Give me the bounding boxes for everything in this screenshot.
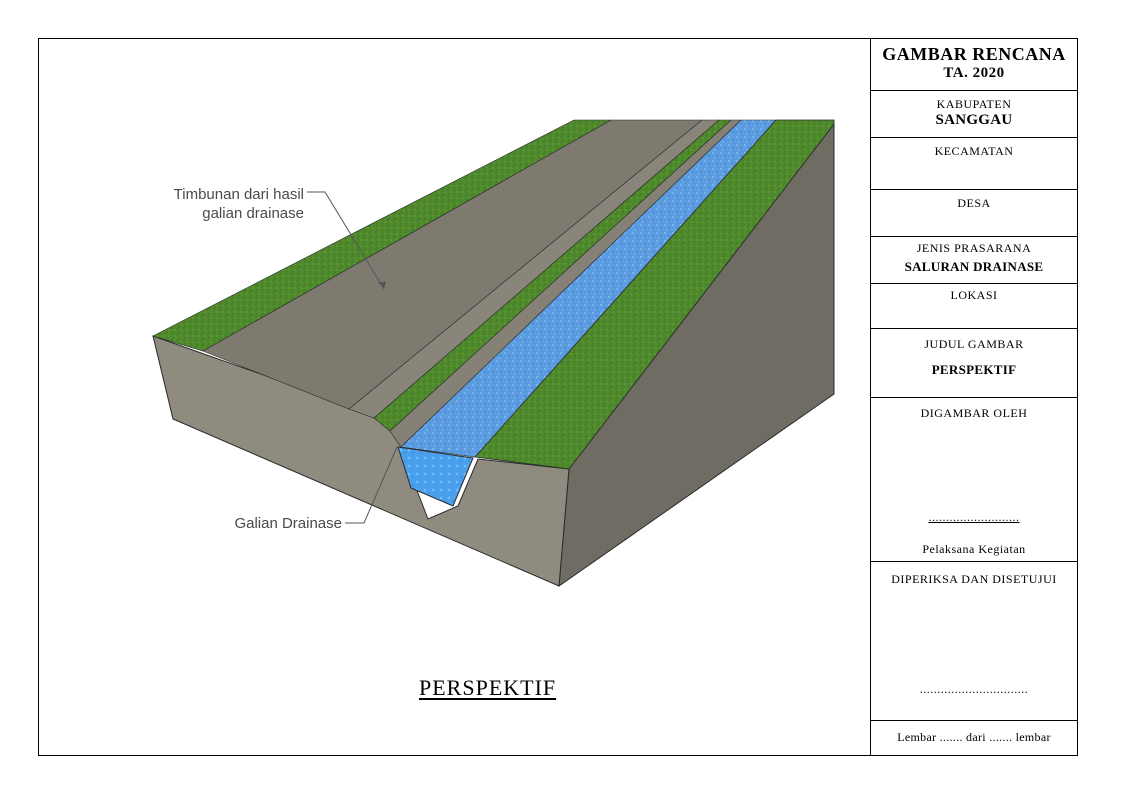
tb-lokasi-label: LOKASI — [950, 288, 998, 302]
tb-kecamatan-label: KECAMATAN — [934, 144, 1014, 158]
tb-judul-value: PERSPEKTIF — [931, 362, 1017, 377]
tb-digambar: DIGAMBAR OLEH ..........................… — [871, 398, 1077, 562]
callout-timbunan: Timbunan dari hasil galian drainase — [139, 185, 304, 223]
tb-title: GAMBAR RENCANA — [882, 44, 1066, 64]
drawing-sheet: Timbunan dari hasil galian drainase Gali… — [38, 38, 1078, 756]
tb-kecamatan: KECAMATAN — [871, 138, 1077, 190]
tb-lokasi: LOKASI — [871, 284, 1077, 329]
tb-jenis-label: JENIS PRASARANA — [916, 241, 1032, 255]
tb-year: TA. 2020 — [943, 65, 1005, 81]
callout-galian: Galian Drainase — [234, 515, 342, 532]
tb-kabupaten: KABUPATEN SANGGAU — [871, 91, 1077, 138]
tb-judul-label: JUDUL GAMBAR — [924, 337, 1024, 351]
drawing-area: Timbunan dari hasil galian drainase Gali… — [39, 39, 870, 755]
tb-kabupaten-label: KABUPATEN — [936, 97, 1012, 111]
drainage-perspective-illustration — [152, 119, 835, 588]
tb-lembar-text: Lembar ....... dari ....... lembar — [897, 730, 1051, 744]
tb-diperiksa-signature-line: ............................... — [919, 682, 1029, 696]
tb-header: GAMBAR RENCANA TA. 2020 — [871, 39, 1077, 91]
tb-judul-gambar: JUDUL GAMBAR PERSPEKTIF — [871, 329, 1077, 398]
drawing-caption: PERSPEKTIF — [419, 675, 557, 700]
callout-timbunan-line1: Timbunan dari hasil — [173, 186, 304, 203]
tb-lembar: Lembar ....... dari ....... lembar — [871, 721, 1077, 755]
tb-diperiksa: DIPERIKSA DAN DISETUJUI ................… — [871, 562, 1077, 721]
tb-desa-label: DESA — [957, 196, 991, 210]
tb-jenis-prasarana: JENIS PRASARANA SALURAN DRAINASE — [871, 237, 1077, 284]
title-block: GAMBAR RENCANA TA. 2020 KABUPATEN SANGGA… — [870, 39, 1077, 755]
tb-digambar-label: DIGAMBAR OLEH — [920, 406, 1028, 420]
tb-digambar-signature-line: .......................... — [928, 510, 1020, 524]
tb-desa: DESA — [871, 190, 1077, 237]
tb-diperiksa-label: DIPERIKSA DAN DISETUJUI — [891, 572, 1057, 586]
callout-timbunan-line2: galian drainase — [202, 205, 304, 222]
tb-kabupaten-value: SANGGAU — [935, 112, 1013, 128]
tb-jenis-value: SALURAN DRAINASE — [904, 259, 1044, 274]
tb-digambar-role: Pelaksana Kegiatan — [922, 542, 1026, 556]
